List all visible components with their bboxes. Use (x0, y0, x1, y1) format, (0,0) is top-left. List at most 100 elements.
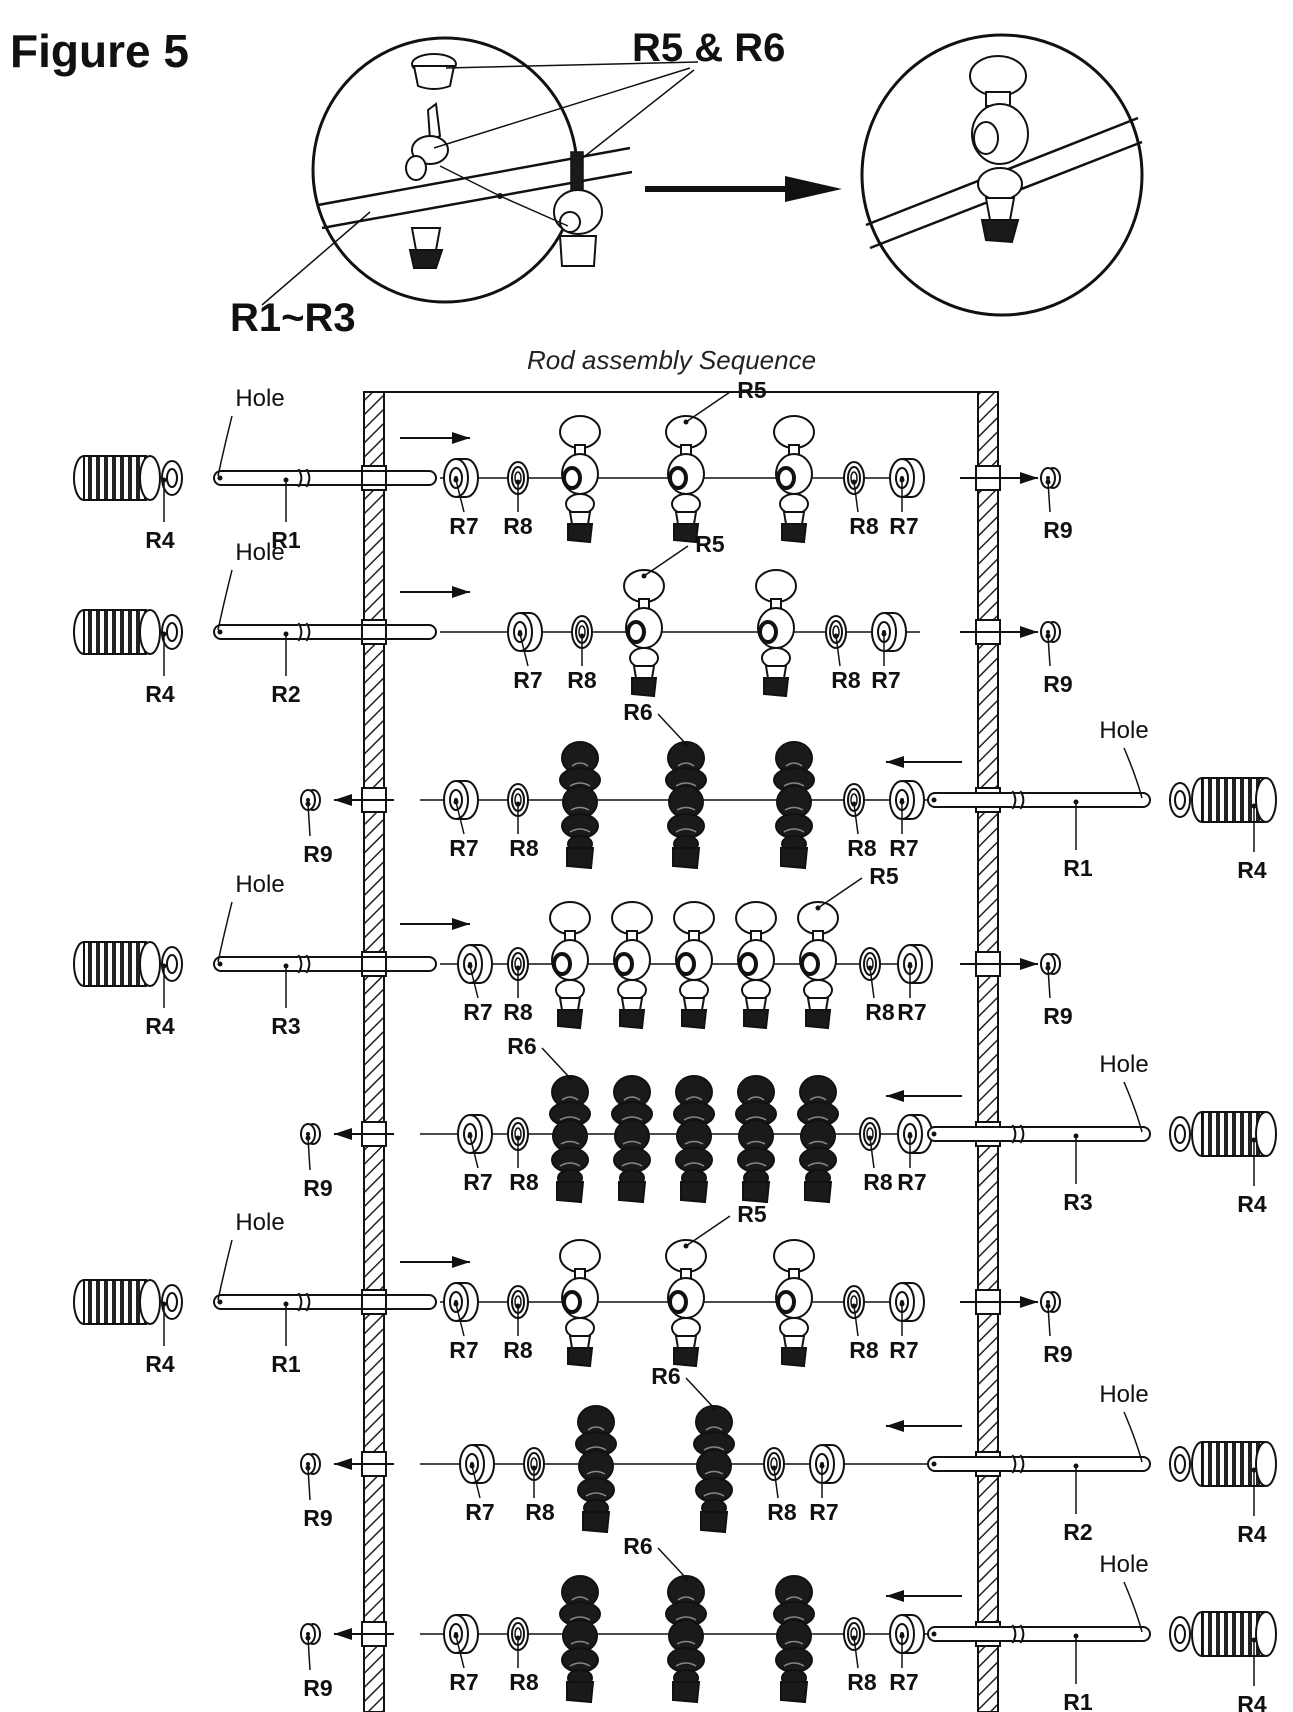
part-label: R9 (303, 1675, 332, 1701)
leader-dot (1045, 965, 1051, 971)
leader-line (579, 69, 695, 161)
leader-dot (305, 1635, 311, 1641)
leader-dot (1045, 1303, 1051, 1309)
leader-dot (833, 633, 839, 639)
leader-dot (161, 1301, 167, 1307)
player-figure-light (755, 569, 797, 698)
rod-through-wall (361, 465, 387, 491)
leader-line (817, 877, 863, 909)
leader-dot (1073, 1633, 1079, 1639)
player-figure-light (559, 415, 601, 544)
part-label: R7 (809, 1499, 838, 1525)
player-figure-dark (575, 1405, 617, 1534)
hole-label: Hole (235, 539, 284, 566)
insert-direction-arrow (400, 432, 470, 444)
player-figure-dark (611, 1075, 653, 1204)
handle-grip-r4 (1169, 1111, 1277, 1157)
leader-line (1123, 1581, 1143, 1633)
assembly-arrow (645, 186, 785, 192)
leader-line (307, 1137, 311, 1171)
hole-label: Hole (235, 385, 284, 412)
leader-line (1047, 1305, 1051, 1337)
leader-line (685, 1215, 731, 1247)
leader-dot (851, 1303, 857, 1309)
part-label: R8 (509, 1169, 539, 1195)
part-label: R7 (897, 999, 926, 1025)
figure-type-label: R5 (737, 377, 767, 403)
leader-dot (515, 1303, 521, 1309)
leader-line (853, 481, 859, 513)
part-label: R7 (465, 1499, 494, 1525)
rod-tube (213, 622, 437, 642)
leader-dot (1251, 1467, 1257, 1473)
player-figure-dark (673, 1075, 715, 1204)
leader-line (685, 391, 731, 423)
insert-direction-arrow (400, 586, 470, 598)
cabinet-walls (363, 391, 999, 1712)
part-label: R7 (463, 1169, 492, 1195)
hole-label: Hole (1099, 1051, 1148, 1078)
bumper-r8 (763, 1447, 785, 1481)
leader-line (469, 965, 479, 999)
leader-dot (161, 631, 167, 637)
part-label: R9 (1043, 517, 1072, 543)
collar-r7 (443, 1282, 479, 1322)
player-figure-light (623, 569, 665, 698)
player-figure-light (665, 1239, 707, 1368)
collar-r7 (443, 458, 479, 498)
rod-through-wall (361, 1289, 387, 1315)
leader-line (307, 1637, 311, 1671)
part-label: R8 (865, 999, 895, 1025)
bumper-r8 (859, 947, 881, 981)
cap-direction-arrow (334, 1458, 394, 1470)
handle-grip-r4 (73, 1279, 183, 1325)
collar-r7 (809, 1444, 845, 1484)
cap-direction-arrow (960, 958, 1038, 970)
leader-dot (851, 479, 857, 485)
part-label: R9 (1043, 1003, 1072, 1029)
hole-label: Hole (235, 871, 284, 898)
leader-dot (283, 477, 289, 483)
part-label: R7 (889, 1669, 918, 1695)
cap-direction-arrow (334, 1128, 394, 1140)
bumper-r8 (843, 1285, 865, 1319)
part-label: R9 (1043, 1341, 1072, 1367)
leader-line (685, 1377, 715, 1409)
leader-dot (161, 963, 167, 969)
player-figure-dark (665, 741, 707, 870)
leader-line (307, 803, 311, 837)
rod-tube (927, 1124, 1151, 1144)
hole-label: Hole (235, 1209, 284, 1236)
handle-grip-r4 (1169, 777, 1277, 823)
leader-line (455, 1635, 465, 1669)
rod-tube (927, 1454, 1151, 1474)
leader-line (1123, 747, 1143, 799)
leader-line (1047, 481, 1051, 513)
collar-r7 (443, 780, 479, 820)
handle-grip-r4 (73, 455, 183, 501)
collar-r7 (897, 1114, 933, 1154)
leader-dot (579, 633, 585, 639)
part-label: R8 (503, 999, 533, 1025)
part-label: R1 (1063, 1689, 1093, 1712)
part-label: R8 (831, 667, 861, 693)
bumper-r8 (507, 461, 529, 495)
part-label: R9 (1043, 671, 1072, 697)
cap-direction-arrow (960, 1296, 1038, 1308)
rod-through-wall (361, 619, 387, 645)
end-cap-r9 (300, 1623, 321, 1645)
leader-dot (1073, 799, 1079, 805)
part-label: R8 (503, 513, 533, 539)
leader-line (1047, 635, 1051, 667)
end-cap-r9 (300, 1453, 321, 1475)
leader-line (541, 1047, 571, 1079)
leader-line (1123, 1411, 1143, 1463)
insert-direction-arrow (886, 756, 962, 768)
leader-dot (467, 1133, 473, 1139)
collar-r7 (889, 1614, 925, 1654)
collar-r7 (889, 458, 925, 498)
leader-line (657, 713, 687, 745)
